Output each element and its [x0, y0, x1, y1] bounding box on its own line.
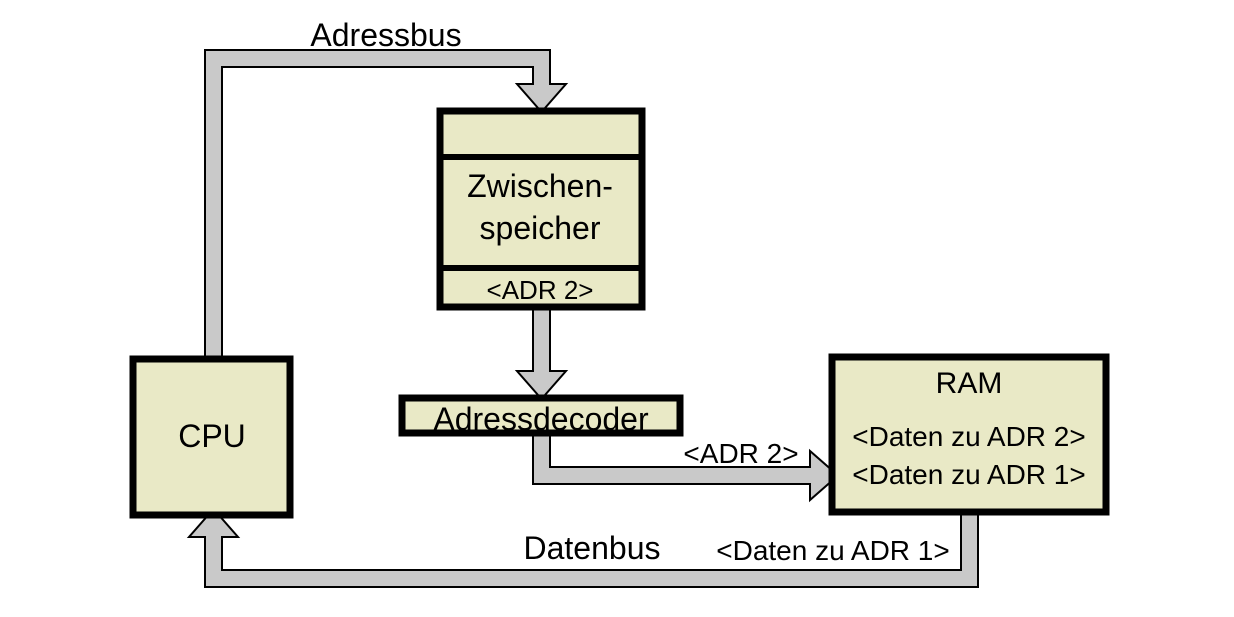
adr2-edge-label: <ADR 2>	[683, 438, 799, 469]
adressdecoder-label: Adressdecoder	[433, 401, 649, 437]
ram-data-line-2: <Daten zu ADR 1>	[852, 459, 1086, 490]
node-cpu[interactable]	[129, 355, 294, 519]
edge-adressbus-cpu-to-zwischenspeicher	[204, 49, 569, 360]
datenbus-payload-label: <Daten zu ADR 1>	[716, 535, 950, 566]
cpu-label: CPU	[178, 418, 246, 454]
ram-data-line-1: <Daten zu ADR 2>	[852, 421, 1086, 452]
zwischenspeicher-label-line1: Zwischen-	[467, 168, 613, 204]
node-adressdecoder[interactable]	[398, 394, 684, 437]
ram-label: RAM	[935, 367, 1003, 400]
edge-adressdecoder-to-ram	[532, 432, 840, 503]
edge-zwischenspeicher-to-adressdecoder	[514, 306, 569, 401]
edge-datenbus-ram-to-cpu	[186, 507, 979, 588]
datenbus-label: Datenbus	[523, 530, 661, 566]
node-zwischenspeicher[interactable]	[436, 107, 646, 311]
adressbus-label: Adressbus	[310, 17, 462, 53]
node-ram[interactable]	[828, 353, 1110, 516]
zwischenspeicher-label-line2: speicher	[479, 210, 601, 246]
zwischenspeicher-value-cell: <ADR 2>	[486, 275, 594, 305]
